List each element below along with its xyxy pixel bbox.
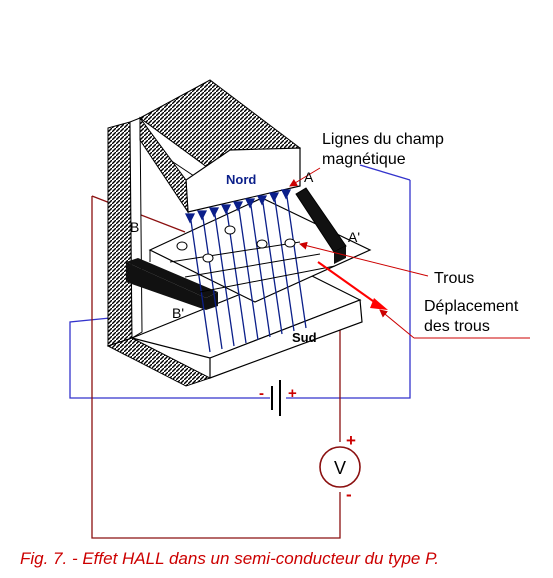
north-pole: Nord xyxy=(139,79,301,214)
semiconductor-plate xyxy=(148,197,372,303)
hole-3 xyxy=(256,239,268,249)
hole-2 xyxy=(224,225,236,235)
field-lines-label-2: magnétique xyxy=(322,151,406,168)
battery-plus: + xyxy=(288,385,297,402)
hole-displacement-arrow xyxy=(317,261,388,310)
label-leaders xyxy=(289,167,530,339)
hole-markers xyxy=(176,225,296,263)
label-a: A xyxy=(304,169,314,185)
label-b-prime: B' xyxy=(172,305,184,321)
blue-circuit xyxy=(69,164,411,399)
field-lines xyxy=(184,189,307,353)
hole-motion-label-2: des trous xyxy=(424,318,490,335)
label-b: B xyxy=(130,219,139,235)
voltmeter-plus: + xyxy=(346,431,356,450)
hole-5 xyxy=(202,253,214,263)
field-lines-label-1: Lignes du champ xyxy=(322,131,444,148)
hole-1 xyxy=(176,241,188,251)
voltmeter-minus: - xyxy=(346,485,352,504)
hole-4 xyxy=(284,238,296,248)
south-label: Sud xyxy=(292,330,317,345)
hole-motion-label-1: Déplacement xyxy=(424,298,519,315)
voltmeter-symbol: V xyxy=(334,458,346,478)
label-a-prime: A' xyxy=(348,229,360,245)
figure-caption: Fig. 7. - Effet HALL dans un semi-conduc… xyxy=(20,549,439,568)
battery: - + xyxy=(259,380,297,416)
battery-minus: - xyxy=(259,385,264,402)
hole-paths xyxy=(169,241,336,293)
electrode-a xyxy=(295,187,347,264)
holes-label: Trous xyxy=(434,270,474,287)
north-label: Nord xyxy=(226,172,256,187)
voltmeter: V + - xyxy=(319,431,361,504)
